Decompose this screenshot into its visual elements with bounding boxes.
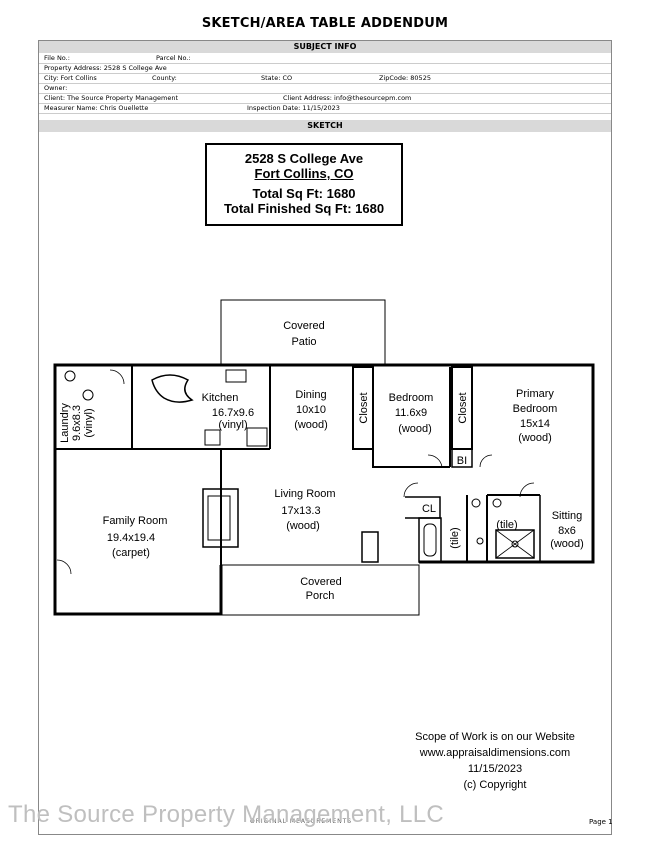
primary-floor: (wood) [518, 432, 552, 444]
box-finished-sqft: Total Finished Sq Ft: 1680 [223, 201, 385, 216]
sitting-floor: (wood) [550, 538, 584, 550]
covered-porch-label: Covered [300, 576, 342, 588]
info-row-owner: Owner: [39, 84, 611, 94]
family-room-label: Family Room [103, 515, 168, 527]
parcel-no: Parcel No.: [156, 54, 191, 62]
state: State: CO [261, 74, 293, 82]
covered-patio-label-2: Patio [291, 336, 316, 348]
living-room-floor: (wood) [286, 520, 320, 532]
primary-dims: 15x14 [520, 418, 550, 430]
file-no: File No.: [44, 54, 70, 62]
laundry-dims: 9.6x8.3 [71, 405, 83, 441]
inspection-date: Inspection Date: 11/15/2023 [247, 104, 340, 112]
family-room-dims: 19.4x19.4 [107, 532, 155, 544]
covered-patio-label: Covered [283, 320, 325, 332]
info-row-file: File No.: Parcel No.: [39, 54, 611, 64]
sitting-label: Sitting [552, 510, 583, 522]
living-room-dims: 17x13.3 [281, 505, 320, 517]
bath-tile-a: (tile) [449, 527, 461, 548]
info-row-measurer: Measurer Name: Chris Ouellette Inspectio… [39, 104, 611, 114]
scope-line-2: www.appraisaldimensions.com [419, 747, 571, 759]
kitchen-dims: 16.7x9.6 [212, 407, 254, 419]
scope-of-work: Scope of Work is on our Website www.appr… [400, 729, 590, 793]
county: County: [152, 74, 177, 82]
primary-label-2: Bedroom [513, 403, 558, 415]
scope-line-3: 11/15/2023 [467, 763, 523, 775]
closet-a-label: Closet [358, 392, 370, 423]
footer-caption: ORIGINAL MEASUREMENTS [250, 818, 353, 825]
info-row-city: City: Fort Collins County: State: CO Zip… [39, 74, 611, 84]
bath-tile-b: (tile) [496, 519, 517, 531]
kitchen-floor: (vinyl) [218, 419, 247, 431]
bedroom-dims: 11.6x9 [395, 407, 427, 419]
bedroom-label: Bedroom [389, 392, 434, 404]
scope-line-4: (c) Copyright [463, 779, 527, 791]
laundry-floor: (vinyl) [83, 408, 95, 437]
city: City: Fort Collins [44, 74, 97, 82]
primary-label: Primary [516, 388, 554, 400]
box-city: Fort Collins, CO [254, 166, 354, 181]
cl-label: CL [422, 503, 436, 515]
covered-porch-label-2: Porch [306, 590, 335, 602]
client-address: Client Address: info@thesourcepm.com [283, 94, 412, 102]
client: Client: The Source Property Management [44, 94, 179, 102]
box-address: 2528 S College Ave [244, 151, 364, 166]
sitting-dims: 8x6 [558, 525, 576, 537]
watermark: The Source Property Management, LLC [8, 801, 445, 828]
kitchen-label: Kitchen [202, 392, 239, 404]
measurer: Measurer Name: Chris Ouellette [44, 104, 149, 112]
info-row-address: Property Address: 2528 S College Ave [39, 64, 611, 74]
bi-label: BI [457, 455, 467, 467]
page-number: Page 1 [589, 818, 613, 826]
living-room-label: Living Room [274, 488, 335, 500]
owner: Owner: [44, 84, 68, 92]
closet-b-label: Closet [457, 392, 469, 423]
box-total-sqft: Total Sq Ft: 1680 [252, 186, 356, 201]
laundry-label: Laundry [59, 403, 71, 443]
property-address: Property Address: 2528 S College Ave [44, 64, 167, 72]
info-row-client: Client: The Source Property Management C… [39, 94, 611, 104]
page-title: SKETCH/AREA TABLE ADDENDUM [201, 16, 449, 31]
dining-floor: (wood) [294, 419, 328, 431]
scope-line-1: Scope of Work is on our Website [415, 731, 575, 743]
sketch-header: SKETCH [39, 120, 611, 132]
subject-info-header: SUBJECT INFO [39, 41, 611, 53]
addendum-frame [38, 40, 612, 835]
property-summary-box: 2528 S College Ave Fort Collins, CO Tota… [205, 143, 403, 226]
family-room-floor: (carpet) [112, 547, 150, 559]
dining-dims: 10x10 [296, 404, 326, 416]
zip: ZipCode: 80525 [379, 74, 431, 82]
bedroom-floor: (wood) [398, 423, 432, 435]
dining-label: Dining [295, 389, 326, 401]
